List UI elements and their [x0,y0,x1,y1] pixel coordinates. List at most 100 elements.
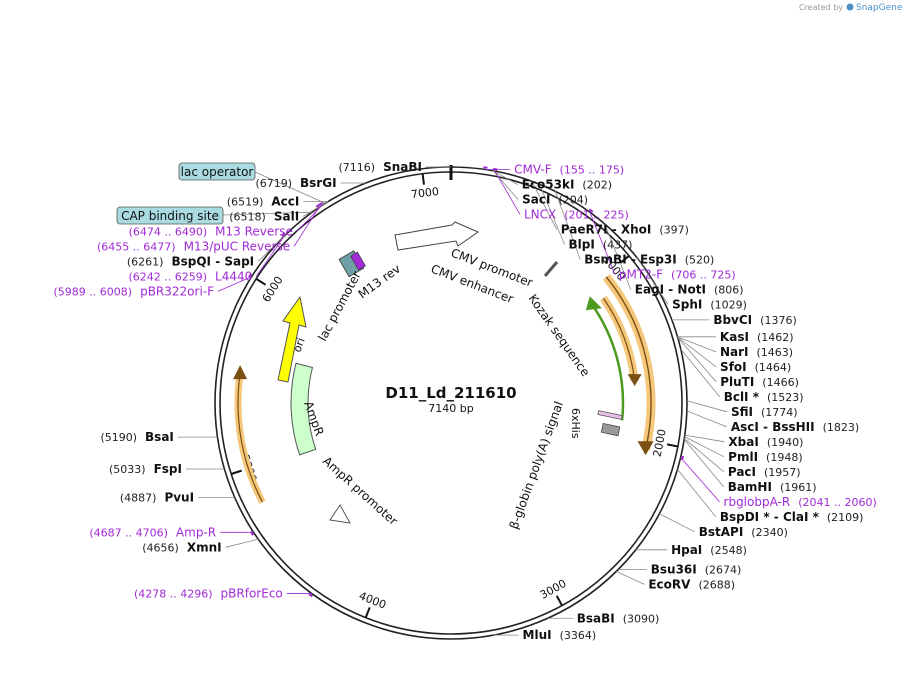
lac-promoter-label: lac promoter [315,269,363,343]
m13puc-reverse-pos: (6455 .. 6477) [97,240,176,253]
orange-arc-left-head [233,365,248,380]
asci-pos: (1823) [823,421,860,434]
sali-site-label: (6518)SalI [229,209,299,223]
lncx-name: LNCX [524,207,556,221]
nari-leader [677,336,717,353]
hpai-pos: (2548) [710,544,747,557]
bsabi-pos: (3090) [623,612,660,625]
hpai-site-label: HpaI (2548) [671,543,747,557]
kasi-pos: (1462) [757,331,794,344]
ori-feature [277,295,307,383]
xmni-site-label: (4656)XmnI [142,540,221,554]
xmni-pos: (4656) [142,541,179,554]
bsai-name: BsaI [145,430,174,444]
m13-reverse-primer-label: (6474 .. 6490)M13 Reverse [129,224,293,238]
green-arrow-head [585,296,602,311]
bsmbi-leader [554,191,581,260]
sfii-name: SfiI [731,405,753,419]
bcli-name: BclI * [724,390,760,404]
kozak-sequence-label: Kozak sequence [526,292,593,379]
bsmbi-site-label: BsmBI - Esp3I(520) [584,252,714,266]
created-by-text: Created by [799,3,843,12]
pbrforeco-primer-label: (4278 .. 4296)pBRforEco [134,587,283,601]
pmli-leader [684,436,725,458]
lncx-leader [494,170,521,215]
sfoi-leader [677,336,717,368]
paci-name: PacI [728,465,756,479]
eco53ki-name: Eco53kI [522,177,575,191]
bspdi-leader [677,469,717,518]
orange-arc-outer-head [637,441,654,456]
site-labels: CMV-F(155 .. 175)Eco53kI(202)SacI(204)LN… [54,160,877,642]
pbr322ori-f-primer-label: (5989 .. 6008)pBR322ori-F [54,284,215,298]
green-arrow-arc [590,303,625,421]
lac-operator-text: lac operator [181,165,254,179]
pmli-site-label: PmlI(1948) [728,450,802,464]
bcli-leader [680,348,721,398]
sfoi-name: SfoI [720,360,747,374]
tick-mark [421,173,425,185]
sfoi-site-label: SfoI(1464) [720,360,791,374]
pbrforeco-primer-mark [308,593,313,598]
eco53ki-site-label: Eco53kI(202) [522,177,612,191]
acci-name: AccI [271,194,299,208]
pbr322ori-f-name: pBR322ori-F [140,284,214,298]
pbr322ori-f-primer-mark [248,273,253,278]
bbvci-name: BbvCI [713,313,752,327]
ecorv-pos: (2688) [698,578,735,591]
cmv-f-pos: (155 .. 175) [560,163,625,176]
nari-pos: (1463) [757,346,794,359]
features [233,166,685,598]
ecorv-name: EcoRV [648,577,691,591]
xbai-name: XbaI [728,435,758,449]
cmv-arrow [394,221,480,251]
pbrforeco-pos: (4278 .. 4296) [134,588,213,601]
rbglobpa-r-pos: (2041 .. 2060) [798,496,877,509]
amp-r-pos: (4687 .. 4706) [89,526,168,539]
bsrgi-site-label: (6719)BsrGI [255,176,336,190]
pmt2-f-primer-label: pMT2-F(706 .. 725) [619,267,736,281]
tick-mark [666,443,679,448]
nari-site-label: NarI(1463) [720,345,793,359]
lncx-primer-label: LNCX(201 .. 225) [524,207,629,221]
acci-site-label: (6519)AccI [227,194,300,208]
saci-site-label: SacI(204) [522,192,588,206]
m13-rev-feature [350,251,366,271]
plasmid-name: D11_Ld_211610 [385,384,516,402]
bsai-site-label: (5190) BsaI [100,430,173,444]
kozak-marker [543,261,559,277]
lac-operator-leader [254,171,326,204]
eco53ki-leader [492,170,518,185]
beta-globin-label: β-globin poly(A) signal [507,399,566,531]
blpi-pos: (437) [603,238,633,251]
hpai-name: HpaI [671,543,702,557]
mlui-pos: (3364) [560,629,597,642]
sphi-pos: (1029) [710,298,747,311]
plutI-leader [677,337,717,383]
bsabi-site-label: BsaBI(3090) [577,611,660,625]
bsmbi-pos: (520) [685,253,715,266]
pmli-name: PmlI [728,450,758,464]
bsu36i-site-label: Bsu36I(2674) [651,562,742,576]
rbglobpa-r-leader [680,457,720,503]
bsrgi-pos: (6719) [255,177,292,190]
m13-reverse-pos: (6474 .. 6490) [129,225,208,238]
pvui-pos: (4887) [120,491,157,504]
bsai-pos: (5190) [100,431,137,444]
kasi-site-label: KasI (1462) [720,330,794,344]
ecorv-site-label: EcoRV (2688) [648,577,735,591]
bamhi-pos: (1961) [780,481,817,494]
leader-lines [177,166,728,636]
bspqi-name: BspQI - SapI [171,254,254,268]
mlui-name: MluI [523,628,552,642]
polya-feature [600,422,621,437]
m13puc-reverse-primer-label: (6455 .. 6477)M13/pUC Reverse [97,239,290,253]
sali-pos: (6518) [229,210,266,223]
blpi-site-label: BlpI(437) [569,237,633,251]
pvui-name: PvuI [164,490,194,504]
snabi-site-label: (7116)SnaBI [339,160,422,174]
bsu36i-pos: (2674) [705,563,742,576]
kasi-name: KasI [720,330,749,344]
xmni-leader [225,538,259,548]
snabi-name: SnaBI [383,160,422,174]
